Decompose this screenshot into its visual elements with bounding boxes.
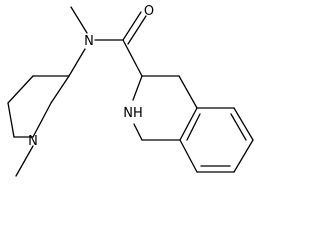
- bond-ar-inner-1: [230, 113, 247, 141]
- bond-carbonyl-double-2: [127, 15, 147, 45]
- bond-carbonyl-c3: [122, 39, 143, 77]
- bond-n-methyl: [70, 6, 88, 34]
- bond-carbonyl-double-1: [122, 11, 142, 41]
- piperidine-nitrogen-label: N: [28, 134, 38, 149]
- bond-pip-c6-c5: [7, 75, 34, 104]
- bond-pip-c4-c3: [50, 75, 70, 104]
- bond-c4-c4a: [178, 75, 198, 109]
- bond-ar-c5-c6: [233, 107, 254, 141]
- bond-ar-c6-c7: [233, 139, 254, 173]
- amide-nitrogen-label: N: [84, 34, 94, 49]
- structure-canvas: O N N NH: [7, 4, 254, 177]
- bond-pip-n-methyl: [15, 145, 34, 177]
- bond-pip-c3-c2: [32, 102, 52, 138]
- bond-ar-c8-c8a: [179, 139, 198, 173]
- oxygen-label: O: [144, 4, 154, 19]
- bond-pip-n1-c6: [7, 102, 15, 138]
- bond-c1-n2: [133, 123, 143, 141]
- bond-ar-inner-3: [186, 113, 201, 141]
- bond-n-piperidine: [68, 48, 86, 77]
- bond-c4a-c8a: [179, 107, 198, 141]
- molecule-structure: O N N NH: [7, 4, 254, 177]
- ring-nh-label: NH: [123, 106, 143, 121]
- bond-n2-c3: [132, 75, 143, 101]
